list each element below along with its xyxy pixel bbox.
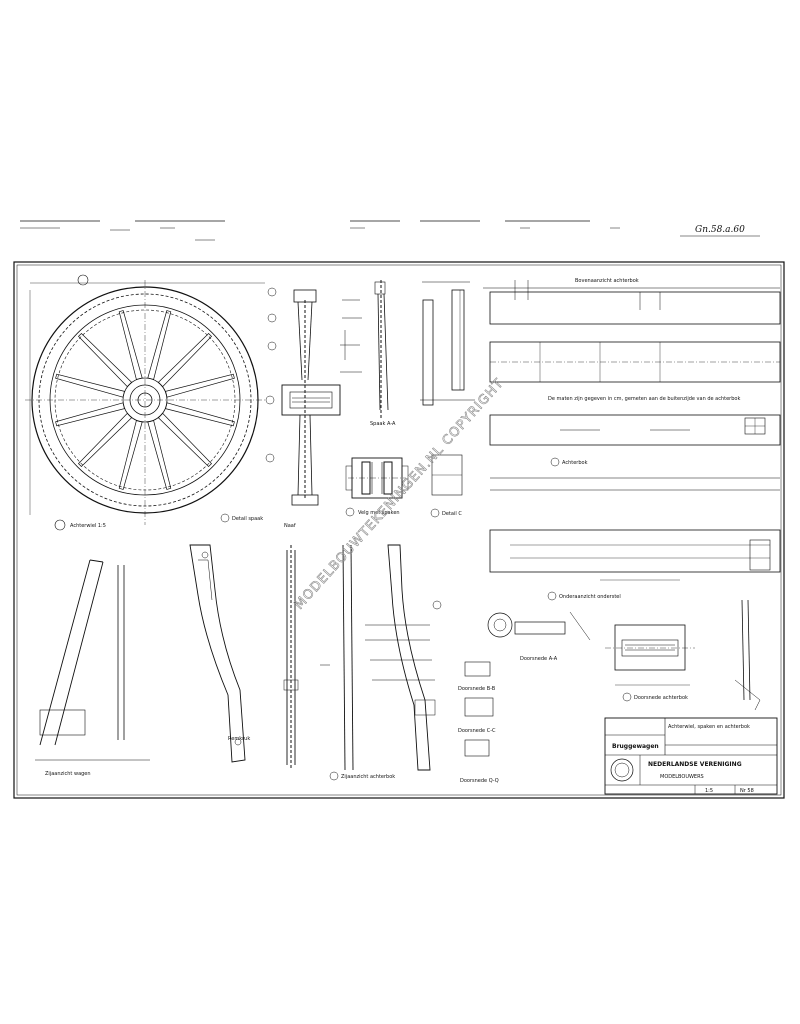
wheel-spoke — [55, 402, 125, 427]
wheel-spoke — [78, 412, 133, 467]
spoke-detail-drawing — [340, 280, 389, 420]
section-c-label: Doorsnede C-C — [458, 728, 496, 734]
title-block — [604, 717, 778, 795]
rim-detail-label: Velg met spaken — [358, 510, 400, 516]
side-view-label: Zijaanzicht achterbok — [341, 774, 395, 780]
sections-drawing — [464, 611, 591, 757]
ref-number: Gn.58.a.60 — [695, 225, 745, 235]
axle-top-view-drawing — [483, 280, 781, 383]
callout-marker — [329, 771, 339, 781]
axle-detail-drawing — [605, 624, 695, 686]
left-view-drawing — [35, 559, 150, 761]
callout-marker — [430, 508, 440, 518]
wheel-spoke — [118, 310, 143, 380]
drawing-scale: 1:5 — [705, 788, 713, 794]
hub-section-drawing — [345, 457, 409, 499]
side-rod-drawing — [283, 545, 299, 770]
society-sub: MODELBOUWERS — [660, 774, 704, 780]
wheel-spoke — [165, 402, 235, 427]
rear-wheel-drawing — [25, 280, 265, 525]
side-view-drawing — [365, 544, 442, 771]
axle-note: De maten zijn gegeven in cm, gemeten aan… — [548, 396, 740, 402]
axle-front-label: Achterbok — [562, 460, 588, 466]
detail-b-label: Detail spaak — [232, 516, 263, 522]
society-seal-icon — [610, 758, 634, 782]
copyright-watermark: MODELBOUWTEKENINGEN.NL COPYRIGHT — [292, 376, 507, 613]
wheel-spoke — [147, 420, 172, 490]
wheel-spoke — [157, 412, 212, 467]
drawing-description: Achterwiel, spaken en achterbok — [668, 724, 750, 730]
section-b-label: Doorsnede B-B — [458, 686, 496, 692]
brake-lever-drawing — [189, 544, 246, 763]
wheel-spoke — [157, 333, 212, 388]
callout-marker — [77, 274, 89, 286]
brake-lever-label: Remkruk — [228, 736, 250, 742]
wheel-spoke — [55, 373, 125, 398]
spoke-a-label: Spaak A-A — [370, 421, 396, 427]
vertical-member-drawing — [420, 281, 475, 496]
sheet-number: Nr 58 — [740, 788, 754, 794]
callout-marker — [622, 692, 632, 702]
axle-bottom-view-drawing — [489, 477, 781, 581]
section-q-label: Doorsnede Q-Q — [460, 778, 499, 784]
wheel-spoke — [147, 310, 172, 380]
brake-rod-drawing — [734, 599, 761, 711]
drawing-name: Bruggewagen — [612, 743, 659, 750]
hub-drawing — [265, 287, 341, 506]
wheel-label: Achterwiel 1:5 — [70, 523, 106, 529]
side-rail-drawing — [320, 544, 354, 771]
hub-label: Naaf — [284, 523, 296, 529]
section-a-label: Doorsnede A-A — [520, 656, 558, 662]
callout-marker — [220, 513, 230, 523]
wheel-spoke — [78, 333, 133, 388]
callout-marker — [550, 457, 560, 467]
callout-marker — [54, 519, 66, 531]
detail-c-label: Detail C — [442, 511, 462, 517]
left-view-label: Zijaanzicht wagen — [45, 771, 91, 777]
drawing-inner-frame — [16, 264, 782, 796]
wheel-spoke — [165, 373, 235, 398]
axle-bottom-label: Onderaanzicht onderstel — [559, 594, 621, 600]
society-name: NEDERLANDSE VERENIGING — [648, 761, 742, 768]
drawing-frame — [13, 261, 785, 799]
callout-marker — [547, 591, 557, 601]
wheel-spoke — [118, 420, 143, 490]
axle-front-view-drawing — [489, 414, 781, 446]
axle-detail-label: Doorsnede achterbok — [634, 695, 688, 701]
header-lines — [20, 220, 760, 241]
callout-marker — [345, 507, 355, 517]
axle-top-label: Bovenaanzicht achterbok — [575, 278, 639, 284]
